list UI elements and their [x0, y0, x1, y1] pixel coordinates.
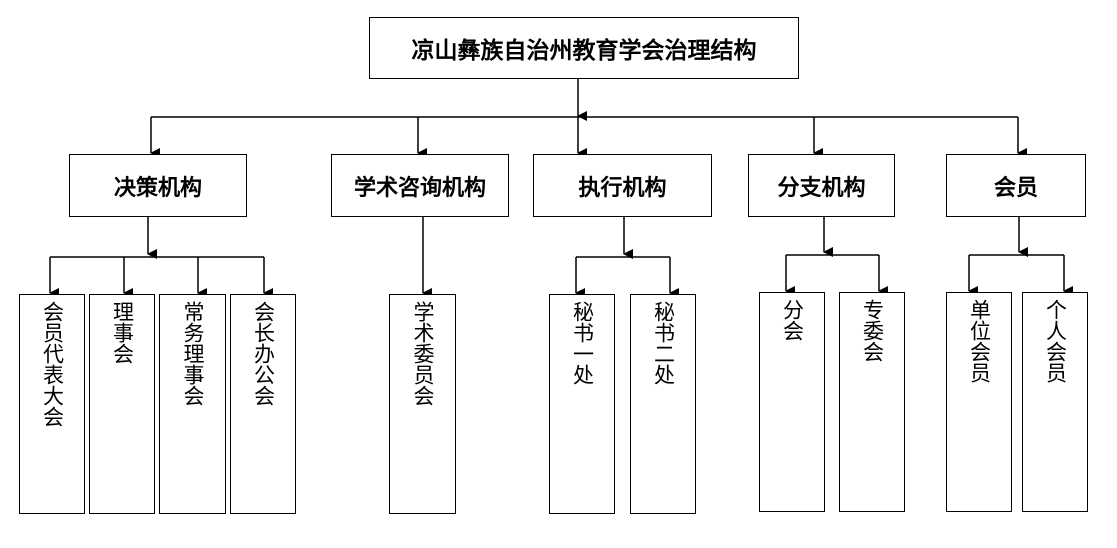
leaf-danwei-huiyuan: 单位会员 [946, 292, 1012, 512]
leaf-label: 学术委员会 [411, 301, 435, 406]
leaf-label: 个人会员 [1043, 299, 1068, 383]
node-fenzhi: 分支机构 [748, 154, 895, 217]
leaf-label: 秘书一处 [570, 301, 595, 385]
leaf-zhuanweihui: 专委会 [839, 292, 905, 512]
node-huiyuan: 会员 [946, 154, 1086, 217]
leaf-huiyuan-daibiao-dahui: 会员代表大会 [19, 294, 85, 514]
leaf-label: 单位会员 [967, 299, 992, 383]
node-label: 会员 [993, 174, 1038, 201]
node-label: 执行机构 [578, 174, 667, 201]
leaf-geren-huiyuan: 个人会员 [1022, 292, 1088, 512]
leaf-label: 常务理事会 [181, 301, 205, 406]
leaf-lishihui: 理事会 [89, 294, 155, 514]
node-zhixing: 执行机构 [533, 154, 712, 217]
leaf-changwu-lishihui: 常务理事会 [159, 294, 226, 514]
leaf-huizhang-bangonghui: 会长办公会 [230, 294, 296, 514]
leaf-label: 会员代表大会 [40, 301, 65, 427]
leaf-mishu-yichu: 秘书一处 [549, 294, 615, 514]
root-title: 凉山彝族自治州教育学会治理结构 [411, 37, 757, 64]
leaf-label: 专委会 [860, 299, 885, 362]
node-label: 分支机构 [777, 174, 866, 201]
node-label: 决策机构 [113, 174, 202, 201]
leaf-label: 理事会 [110, 301, 135, 364]
root-node: 凉山彝族自治州教育学会治理结构 [369, 17, 799, 79]
leaf-mishu-erchu: 秘书二处 [630, 294, 696, 514]
leaf-xueshu-weiyuanhui: 学术委员会 [389, 294, 456, 514]
node-label: 学术咨询机构 [353, 174, 486, 201]
node-juece: 决策机构 [69, 154, 247, 217]
leaf-label: 会长办公会 [251, 301, 276, 406]
leaf-fenhui: 分会 [759, 292, 825, 512]
node-xueshu-zixun: 学术咨询机构 [331, 154, 509, 217]
leaf-label: 秘书二处 [651, 301, 676, 385]
leaf-label: 分会 [780, 299, 805, 341]
